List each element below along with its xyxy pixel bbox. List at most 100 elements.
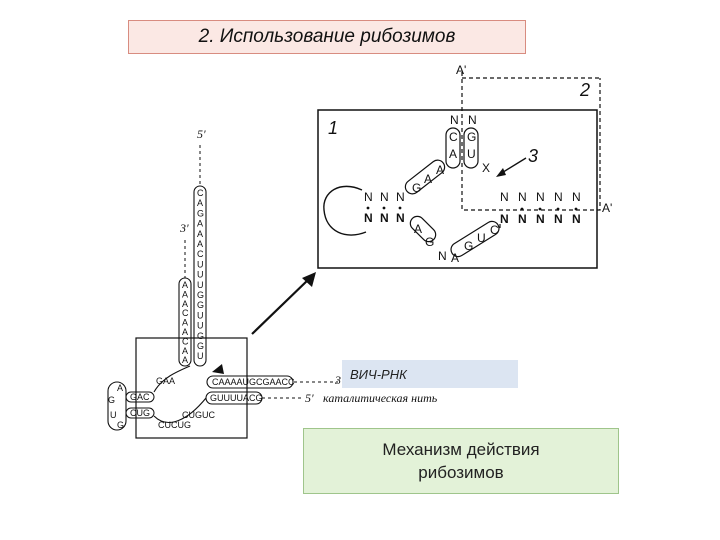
zoom-arrow <box>251 277 311 335</box>
stem-base: C <box>197 188 204 198</box>
right-stem-upper: N N N N N <box>500 190 581 204</box>
mechanism-line-1: Механизм действия <box>382 440 540 459</box>
cat-tail-seq: GUUUUACG <box>210 393 263 403</box>
hiv-tail-capsule <box>206 375 294 389</box>
diag-g: G <box>412 181 421 195</box>
base: N <box>438 249 447 263</box>
panel-2-frame <box>461 72 601 211</box>
cap-u: U <box>467 147 476 161</box>
diag-a2: A <box>436 163 444 177</box>
stem-base: C <box>197 249 204 259</box>
hairpin-upper-seq: GAC <box>130 392 150 402</box>
stem-base: A <box>197 229 203 239</box>
panel-label-3: 3 <box>528 146 538 166</box>
cap-n-1: N <box>450 113 459 127</box>
stem-base: A <box>182 327 188 337</box>
base: U <box>477 231 486 245</box>
hairpin-lower-seq: CUG <box>130 408 150 418</box>
base: N <box>536 212 545 226</box>
stem-base: G <box>197 290 204 300</box>
stem-base: A <box>197 198 203 208</box>
stem-base: U <box>197 259 204 269</box>
diag-lower-left-capsule <box>409 215 437 243</box>
panel-1-frame <box>317 109 598 269</box>
base: A <box>414 222 422 236</box>
base: N <box>380 190 389 204</box>
zoom-arrow-head <box>302 272 316 287</box>
cap-g: G <box>467 130 476 144</box>
mechanism-line-2: рибозимов <box>418 463 504 482</box>
catalytic-strand-label: каталитическая нить <box>323 391 438 405</box>
base: G <box>464 239 473 253</box>
label-3-left: 3' <box>179 221 189 235</box>
base: N <box>536 190 545 204</box>
base: N <box>518 190 527 204</box>
right-stem-lower: N N N N N <box>500 212 581 226</box>
diag-upper-capsule <box>404 159 446 195</box>
hiv-tail-seq: CAAAAUGCGAACC <box>212 377 295 387</box>
base: N <box>554 212 563 226</box>
label-5-right: 5' <box>305 391 314 405</box>
stem-base: G <box>197 300 204 310</box>
base: G <box>108 395 115 405</box>
cleavage-marker <box>212 364 224 374</box>
label-3-right: 3' <box>334 373 344 387</box>
stem-base: A <box>182 346 188 356</box>
base: N <box>396 190 405 204</box>
stem-base: G <box>197 208 204 218</box>
base: N <box>364 211 373 225</box>
a-prime-top: A' <box>456 63 466 77</box>
hairpin-lower-stem <box>125 407 155 419</box>
stem-base: A <box>182 318 188 328</box>
cap-capsule-right <box>463 127 479 169</box>
stem-base: A <box>182 289 188 299</box>
cap-n-2: N <box>468 113 477 127</box>
base: C <box>490 223 499 237</box>
base: N <box>500 190 509 204</box>
stem-base: U <box>197 270 204 280</box>
mechanism-caption: Механизм действия рибозимов <box>303 428 619 494</box>
base: N <box>572 212 581 226</box>
label-5-top: 5' <box>197 127 206 141</box>
loop-c-seq: CUGUC <box>182 410 215 420</box>
hiv-rna-label: ВИЧ-РНК <box>342 360 518 388</box>
stem-right-capsule <box>193 185 207 367</box>
cap-c: C <box>449 130 458 144</box>
a-prime-right: A' <box>602 201 612 215</box>
loop-stem-upper: N N N <box>364 190 405 204</box>
diag-lower-right-capsule <box>450 220 500 258</box>
stem-base: A <box>182 280 188 290</box>
stem-left-capsule <box>178 277 192 367</box>
stem-base: A <box>197 239 203 249</box>
panel-label-2: 2 <box>579 80 590 100</box>
cap-capsule-left <box>445 127 461 169</box>
base: N <box>396 211 405 225</box>
hairpin-upper-stem <box>125 391 155 403</box>
stem-base: A <box>182 355 188 365</box>
stem-base: U <box>197 280 204 290</box>
loop-stem-lower: N N N <box>364 211 405 225</box>
stem-base: A <box>197 219 203 229</box>
loop-a <box>153 365 191 393</box>
base: N <box>572 190 581 204</box>
cleavage-x: X <box>482 161 490 175</box>
base: N <box>554 190 563 204</box>
base: N <box>500 212 509 226</box>
loop-b-seq: CUCUG <box>158 420 191 430</box>
loop-a-seq: GAA <box>156 376 175 386</box>
base: U <box>110 410 117 420</box>
stem-base: U <box>197 351 204 361</box>
base: N <box>364 190 373 204</box>
cap-a: A <box>449 147 457 161</box>
base: N <box>518 212 527 226</box>
base: G <box>117 420 124 430</box>
hairpin-loop <box>107 381 127 431</box>
stem-base: G <box>197 341 204 351</box>
panel-label-1: 1 <box>328 118 338 138</box>
stem-base: C <box>182 336 189 346</box>
loop-b <box>153 397 207 423</box>
diag-a1: A <box>424 172 432 186</box>
arrow-3-head <box>496 168 506 177</box>
